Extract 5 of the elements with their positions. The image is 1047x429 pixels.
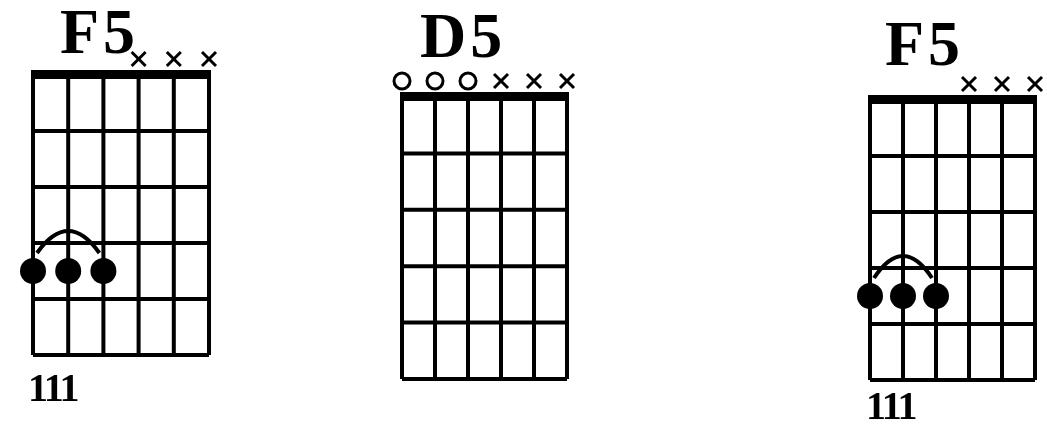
finger-number-label: 111 [866,386,916,426]
finger-number-label: 111 [28,368,78,408]
chord-name: D5 [420,4,507,68]
chord-name: F5 [60,0,140,64]
chord-name: F5 [885,12,965,76]
